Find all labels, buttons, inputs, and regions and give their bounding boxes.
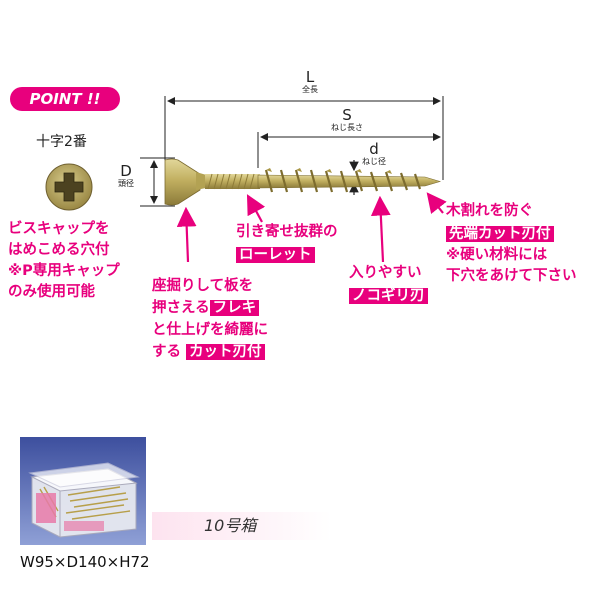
saw-line-1: 入りやすい xyxy=(349,265,422,281)
thread-diameter-label: d ねじ径 xyxy=(356,140,392,167)
saw-thread-callout: 入りやすい ノコギリ刃 xyxy=(349,263,428,307)
length-label: L 全長 xyxy=(290,68,330,95)
product-box-image xyxy=(20,437,146,545)
nib-line-1: 座掘りして板を xyxy=(152,278,254,294)
screw-illustration xyxy=(164,158,442,206)
length-symbol: L xyxy=(305,68,315,86)
thread-diameter-symbol: d xyxy=(369,140,379,158)
thread-length-caption: ねじ長さ xyxy=(331,123,363,132)
thread-length-dimension xyxy=(257,132,441,168)
head-type-label: 十字2番 xyxy=(36,134,87,150)
knurl-line-1: 引き寄せ抜群の xyxy=(236,224,338,240)
cap-hole-callout: ビスキャップを はめこめる穴付 ※P専用キャップ のみ使用可能 xyxy=(8,219,120,303)
cap-line-3: ※P専用キャップ xyxy=(8,263,120,279)
cap-line-1: ビスキャップを xyxy=(8,221,110,237)
nib-line-2-text: 押さえる xyxy=(152,300,210,316)
tip-note-2: 下穴をあけて下さい xyxy=(446,268,577,284)
knurl-highlight: ローレット xyxy=(236,247,315,263)
head-diameter-caption: 頭径 xyxy=(118,179,134,188)
tip-line-1: 木割れを防ぐ xyxy=(446,203,533,219)
length-dimension xyxy=(164,96,444,180)
box-size-label: W95×D140×H72 xyxy=(20,553,150,571)
nib-highlight: フレキ xyxy=(209,300,260,316)
tip-callout: 木割れを防ぐ 先端カット刃付 ※硬い材料には 下穴をあけて下さい xyxy=(446,201,577,287)
head-diameter-symbol: D xyxy=(120,162,132,180)
thread-length-label: S ねじ長さ xyxy=(322,106,372,133)
head-diameter-label: D 頭径 xyxy=(115,162,137,189)
callout-arrows xyxy=(176,192,447,263)
cap-line-4: のみ使用可能 xyxy=(8,284,95,300)
head-diameter-dimension xyxy=(140,157,175,207)
thread-length-symbol: S xyxy=(342,106,352,124)
box-label-band: 10号箱 xyxy=(152,512,332,540)
thread-diameter-caption: ねじ径 xyxy=(362,157,386,166)
length-caption: 全長 xyxy=(302,85,318,94)
tip-note-1: ※硬い材料には xyxy=(446,247,548,263)
knurl-callout: 引き寄せ抜群の ローレット xyxy=(236,222,338,266)
cut-blade-highlight: カット刃付 xyxy=(186,344,265,360)
cap-line-2: はめこめる穴付 xyxy=(8,242,110,258)
point-badge: POINT !! xyxy=(10,87,120,111)
nib-line-4-text: する xyxy=(152,344,181,360)
nib-callout: 座掘りして板を 押さえるフレキ と仕上げを綺麗に する カット刃付 xyxy=(152,275,268,363)
tip-highlight: 先端カット刃付 xyxy=(446,226,554,242)
box-label: 10号箱 xyxy=(204,516,257,535)
saw-highlight: ノコギリ刃 xyxy=(349,288,428,304)
nib-line-3: と仕上げを綺麗に xyxy=(152,322,268,338)
head-top-view xyxy=(45,163,93,211)
